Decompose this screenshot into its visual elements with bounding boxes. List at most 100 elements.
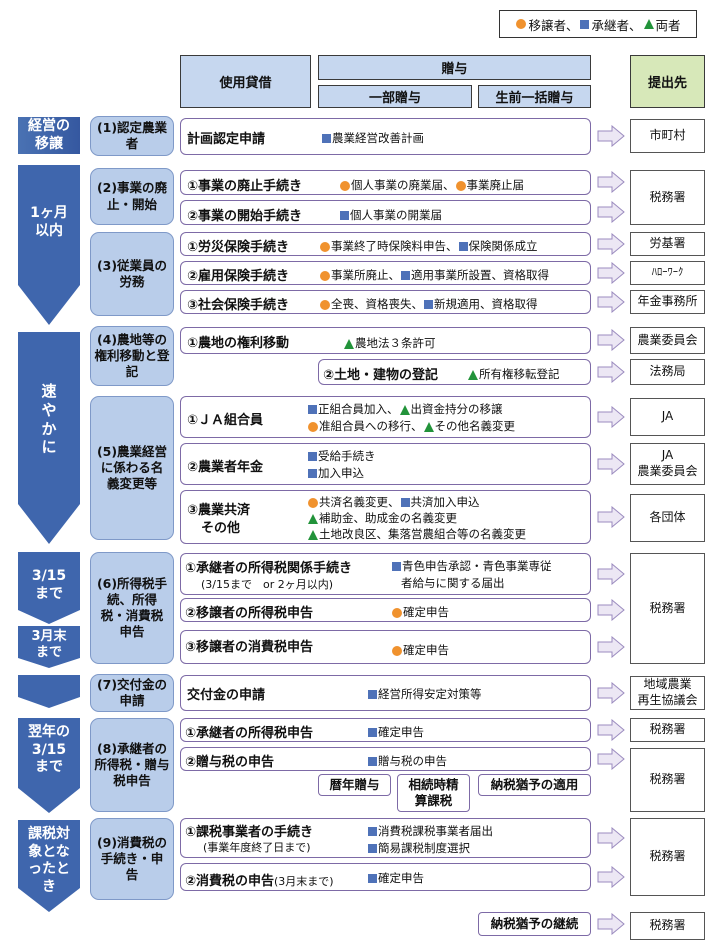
header-lump-gift: 生前一括贈与	[478, 85, 591, 108]
right-arrow-icon	[597, 329, 625, 351]
blue-square-icon	[368, 844, 377, 853]
row-land-rights-transfer: ①農地の権利移動 農地法３条許可	[180, 327, 591, 354]
orange-circle-icon	[516, 19, 527, 29]
row-business-start: ②事業の開始手続き 個人事業の開業届	[180, 200, 591, 225]
down-arrow-icon	[18, 626, 80, 668]
blue-square-icon	[392, 562, 401, 571]
timeline-by-end-march: 3月末まで	[18, 626, 80, 668]
green-triangle-icon	[308, 529, 318, 540]
legend: 移譲者、 承継者、 両者	[499, 10, 697, 38]
blue-square-icon	[400, 498, 410, 507]
down-arrow-icon	[18, 165, 80, 325]
legend-successor: 承継者、	[591, 17, 642, 33]
right-arrow-icon	[597, 171, 625, 193]
dest-tax-office-10: 税務署	[630, 912, 705, 940]
header-partial-gift: 一部贈与	[318, 85, 472, 108]
orange-circle-icon	[340, 180, 350, 191]
row-successor-income-return: ①承継者の所得税申告 確定申告	[180, 718, 591, 742]
blue-square-icon	[308, 405, 317, 414]
dest-legal-affairs: 法務局	[630, 359, 705, 385]
dest-agri-committee: 農業委員会	[630, 327, 705, 354]
right-arrow-icon	[597, 506, 625, 528]
orange-circle-icon	[320, 299, 330, 310]
blue-square-icon	[368, 874, 377, 883]
blue-square-icon	[368, 827, 377, 836]
right-arrow-icon	[597, 453, 625, 475]
header-lease: 使用貸借	[180, 55, 311, 108]
tag-tax-deferral-continue: 納税猶予の継続	[478, 912, 591, 936]
right-arrow-icon	[597, 201, 625, 223]
row-mutual-aid: ③農業共済 その他 共済名義変更、共済加入申込 補助金、助成金の名義変更 土地改…	[180, 490, 591, 544]
blue-square-icon	[308, 469, 317, 478]
timeline-when-taxable: 課税対象となったとき	[18, 820, 80, 912]
category-business-close-open: (2)事業の廃止・開始	[90, 168, 174, 225]
orange-circle-icon	[308, 421, 318, 432]
right-arrow-icon	[597, 913, 625, 935]
tag-inheritance-settlement: 相続時精算課税	[397, 774, 470, 812]
category-consumption-tax: (9)消費税の手続き・申告	[90, 818, 174, 900]
green-triangle-icon	[423, 421, 434, 432]
dest-municipality: 市町村	[630, 119, 705, 153]
row-employment-insurance: ②雇用保険手続き 事業所廃止、適用事業所設置、資格取得	[180, 261, 591, 285]
right-arrow-icon	[597, 866, 625, 888]
green-triangle-icon	[399, 404, 410, 415]
legend-both: 両者	[655, 17, 681, 33]
timeline-business-transfer: 経営の移譲	[18, 117, 80, 154]
dest-regional-council: 地域農業再生協議会	[630, 676, 705, 710]
timeline-one-month: 1ヶ月以内	[18, 165, 80, 325]
category-name-change: (5)農業経営に係わる名義変更等	[90, 396, 174, 540]
row-consumption-tax-return: ②消費税の申告(3月末まで) 確定申告	[180, 863, 591, 891]
orange-circle-icon	[320, 270, 330, 281]
right-arrow-icon	[597, 563, 625, 585]
row-farmer-pension: ②農業者年金 受給手続き 加入申込	[180, 443, 591, 485]
row-successor-income-tax: ①承継者の所得税関係手続き (3/15まで or 2ヶ月以内) 青色申告承認・青…	[180, 553, 591, 595]
right-arrow-icon	[597, 719, 625, 741]
blue-square-icon	[368, 690, 377, 699]
dest-tax-office-8a: 税務署	[630, 718, 705, 742]
row-social-insurance: ③社会保険手続き 全喪、資格喪失、新規適用、資格取得	[180, 290, 591, 314]
dest-each-organization: 各団体	[630, 494, 705, 542]
right-arrow-icon	[597, 262, 625, 284]
category-grant: (7)交付金の申請	[90, 674, 174, 712]
down-arrow-icon	[18, 675, 80, 708]
row-business-closure: ①事業の廃止手続き 個人事業の廃業届、事業廃止届	[180, 170, 591, 195]
right-arrow-icon	[597, 682, 625, 704]
blue-square-icon	[322, 134, 331, 143]
orange-circle-icon	[392, 645, 402, 656]
blue-square-icon	[580, 19, 590, 29]
green-triangle-icon	[468, 369, 478, 380]
right-arrow-icon	[597, 636, 625, 658]
category-certified-farmer: (1)認定農業者	[90, 116, 174, 156]
blue-square-icon	[340, 211, 349, 220]
green-triangle-icon	[344, 338, 354, 349]
green-triangle-icon	[308, 513, 318, 524]
blue-square-icon	[458, 242, 468, 251]
right-arrow-icon	[597, 233, 625, 255]
row-workers-comp: ①労災保険手続き 事業終了時保険料申告、保険関係成立	[180, 232, 591, 256]
blue-square-icon	[401, 271, 410, 280]
blue-square-icon	[424, 300, 433, 309]
timeline-by-march15: 3/15まで	[18, 552, 80, 624]
timeline-promptly: 速やかに	[18, 332, 80, 544]
right-arrow-icon	[597, 406, 625, 428]
orange-circle-icon	[308, 497, 318, 508]
row-taxable-business-procedure: ①課税事業者の手続き (事業年度終了日まで) 消費税課税事業者届出 簡易課税制度…	[180, 818, 591, 858]
tag-calendar-year-gift: 暦年贈与	[318, 774, 391, 796]
blue-square-icon	[368, 728, 377, 737]
tag-tax-deferral-apply: 納税猶予の適用	[478, 774, 591, 796]
right-arrow-icon	[597, 125, 625, 147]
category-employee-labor: (3)従業員の労務	[90, 232, 174, 316]
row-transferor-income-tax: ②移譲者の所得税申告 確定申告	[180, 598, 591, 622]
orange-circle-icon	[320, 241, 330, 252]
category-successor-tax: (8)承継者の所得税・贈与税申告	[90, 718, 174, 812]
green-triangle-icon	[643, 19, 654, 29]
header-gift: 贈与	[318, 55, 591, 80]
category-land-rights: (4)農地等の権利移動と登記	[90, 326, 174, 386]
dest-tax-office-9: 税務署	[630, 818, 705, 896]
dest-pension-office: 年金事務所	[630, 290, 705, 314]
down-arrow-icon	[18, 552, 80, 624]
timeline-next-march15: 翌年の3/15まで	[18, 718, 80, 813]
blue-square-icon	[308, 452, 317, 461]
row-plan-certification: 計画認定申請 農業経営改善計画	[180, 118, 591, 155]
orange-circle-icon	[392, 607, 402, 618]
